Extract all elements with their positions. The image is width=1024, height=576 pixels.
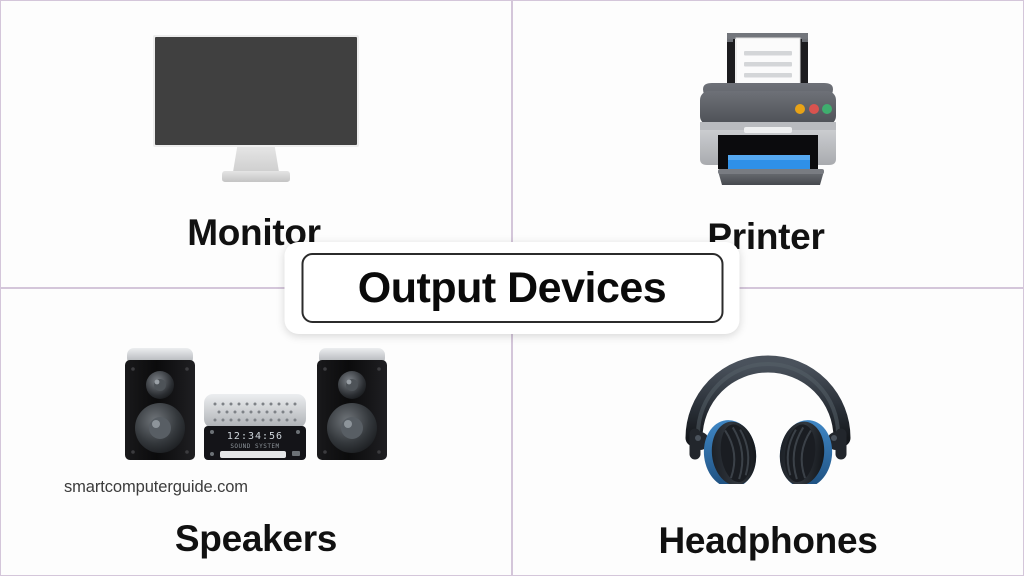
cell-speakers[interactable]: 12:34:56 SOUND SYSTEM: [0, 288, 512, 576]
cell-printer[interactable]: Printer: [512, 0, 1024, 288]
page-title: Output Devices: [357, 263, 667, 312]
title-badge: Output Devices: [284, 242, 740, 334]
monitor-icon: [150, 32, 362, 192]
speakers-icon: 12:34:56 SOUND SYSTEM: [117, 342, 395, 470]
monitor-illustration: [1, 1, 511, 214]
device-label-headphones: Headphones: [658, 520, 878, 561]
watermark-text: smartcomputerguide.com: [64, 478, 248, 496]
svg-text:SOUND SYSTEM: SOUND SYSTEM: [230, 443, 279, 450]
device-label-speakers: Speakers: [174, 518, 338, 559]
printer-illustration: [513, 1, 1023, 218]
svg-text:12:34:56: 12:34:56: [227, 431, 283, 442]
title-badge-inner: Output Devices: [301, 253, 723, 323]
headphones-illustration: [513, 289, 1023, 522]
printer-icon: [682, 21, 854, 201]
speakers-illustration: 12:34:56 SOUND SYSTEM: [1, 289, 511, 520]
headphones-icon: [678, 334, 858, 484]
cell-headphones[interactable]: Headphones: [512, 288, 1024, 576]
